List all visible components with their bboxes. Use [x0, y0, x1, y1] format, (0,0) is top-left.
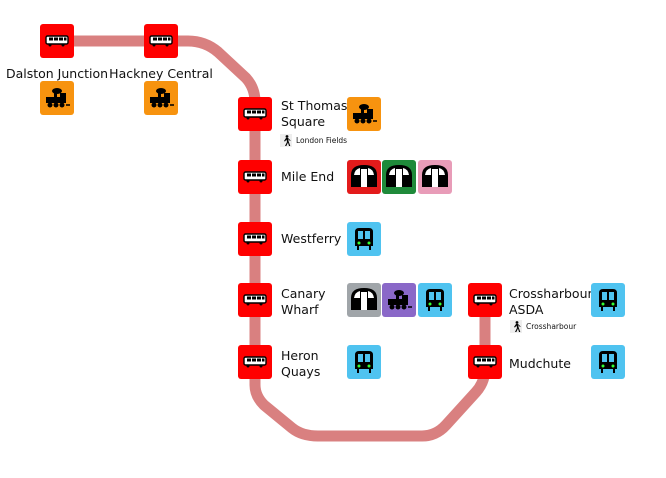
train-icon [147, 87, 175, 109]
interchange-train [40, 81, 74, 115]
stop-mudchute[interactable] [468, 345, 502, 379]
stop-hackney-central[interactable] [144, 24, 178, 58]
train-icon [350, 103, 378, 125]
stop-name: Hackney Central [109, 66, 213, 81]
dlr-icon [351, 226, 377, 252]
bus-icon [473, 294, 497, 306]
stop-westferry[interactable] [238, 222, 272, 256]
walking-person-icon [510, 320, 522, 333]
interchange-tube [418, 160, 452, 194]
interchange-dlr [347, 222, 381, 256]
dlr-icon [595, 287, 621, 313]
dlr-icon [351, 349, 377, 375]
walk-destination: London Fields [296, 136, 348, 145]
train-icon [385, 289, 413, 311]
interchange-dlr [418, 283, 452, 317]
stop-name: Canary Wharf [281, 286, 326, 317]
walk-interchange: London Fields [280, 134, 347, 147]
dlr-icon [595, 349, 621, 375]
train-icon [43, 87, 71, 109]
walking-person-icon [280, 134, 292, 147]
stop-mile-end[interactable] [238, 160, 272, 194]
stop-dalston-junction[interactable] [40, 24, 74, 58]
interchange-train [382, 283, 416, 317]
tube-icon [349, 286, 379, 314]
interchange-dlr [347, 345, 381, 379]
stop-name: Crossharbour ASDA [509, 286, 593, 317]
walk-destination: Crossharbour [526, 322, 577, 331]
interchange-train [144, 81, 178, 115]
bus-icon [45, 35, 69, 47]
tube-icon [420, 163, 450, 191]
bus-icon [243, 171, 267, 183]
tube-icon [384, 163, 414, 191]
stop-name: Mile End [281, 169, 335, 184]
stop-canary-wharf[interactable] [238, 283, 272, 317]
interchange-tube [382, 160, 416, 194]
interchange-dlr [591, 283, 625, 317]
stop-st-thomas-square[interactable] [238, 97, 272, 131]
stop-heron-quays[interactable] [238, 345, 272, 379]
stop-name: Mudchute [509, 356, 571, 371]
interchange-dlr [591, 345, 625, 379]
bus-icon [243, 108, 267, 120]
bus-icon [473, 356, 497, 368]
stop-name: Heron Quays [281, 348, 321, 379]
stop-crossharbour-asda[interactable] [468, 283, 502, 317]
stop-name: Westferry [281, 231, 342, 246]
stop-name: St Thomas Square [281, 98, 348, 129]
tube-icon [349, 163, 379, 191]
interchange-train [347, 97, 381, 131]
route-path [57, 35, 491, 442]
dlr-icon [422, 287, 448, 313]
interchange-tube [347, 160, 381, 194]
stop-name: Dalston Junction [5, 66, 109, 81]
walk-interchange: Crossharbour [510, 320, 576, 333]
bus-icon [149, 35, 173, 47]
interchange-tube [347, 283, 381, 317]
bus-icon [243, 294, 267, 306]
bus-icon [243, 233, 267, 245]
bus-icon [243, 356, 267, 368]
